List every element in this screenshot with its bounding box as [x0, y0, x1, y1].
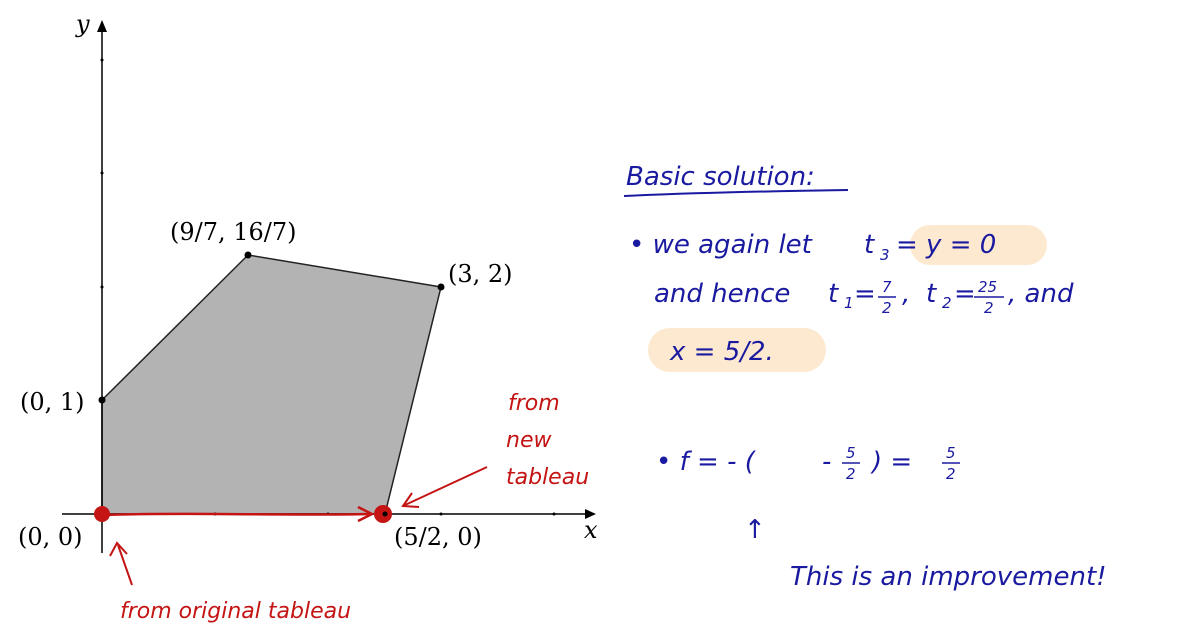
from-new-line2: new: [506, 428, 552, 453]
notes-line2-suffix: , and: [1008, 279, 1074, 309]
notes-t3: t: [864, 230, 875, 260]
notes-line1-highlight: = y = 0: [896, 230, 996, 260]
red-arrowhead: [357, 505, 375, 523]
improvement-arrow: ↑: [744, 515, 766, 545]
notes-t2-eq: =: [954, 279, 976, 309]
notes-t2: t: [926, 279, 937, 309]
highlight-x-value: [648, 328, 826, 372]
notes-t2-num: 25: [978, 278, 997, 296]
improvement-text: This is an improvement!: [790, 562, 1107, 592]
notes-t1: t: [828, 279, 839, 309]
notes-f-den2: 2: [946, 465, 956, 483]
y-axis-label: y: [75, 10, 90, 38]
notes-t2-sub: 2: [942, 294, 952, 312]
notes-heading: Basic solution:: [626, 162, 815, 192]
red-path-arrow: [101, 512, 371, 517]
notes-f-num2: 5: [946, 444, 956, 462]
notes-line1-prefix: • we again let: [629, 230, 813, 260]
vertex-label-0-0: (0, 0): [18, 523, 83, 551]
vertex-dot-9-7-16-7: [244, 251, 252, 259]
notes-t1-sub: 1: [844, 294, 854, 312]
red-arrow-original-head: [109, 541, 128, 557]
y-axis-arrow: [97, 20, 107, 32]
notes-comma1: ,: [902, 279, 910, 309]
notes-f-den1: 2: [846, 465, 856, 483]
from-new-line1: from: [508, 391, 560, 416]
heading-underline: [623, 189, 849, 197]
notes-t1-num: 7: [882, 278, 892, 296]
notes-f-neg: -: [822, 447, 831, 477]
x-axis-arrow: [585, 509, 596, 519]
notes-t1-den: 2: [882, 299, 892, 317]
red-arrow-new-head: [401, 492, 420, 508]
highlight-y-zero: [910, 225, 1047, 265]
red-arrow-new: [404, 466, 488, 506]
notes-line3-highlight: x = 5/2.: [669, 337, 774, 367]
notes-t1-eq: =: [854, 279, 876, 309]
from-original-text: from original tableau: [120, 599, 351, 624]
vertex-label-0-1: (0, 1): [20, 388, 85, 416]
notes-t2-den: 2: [984, 299, 994, 317]
vertex-label-9-7-16-7: (9/7, 16/7): [170, 218, 297, 246]
notes-t3-sub: 3: [880, 246, 890, 264]
red-arrow-original: [117, 544, 133, 586]
x-axis-label: x: [584, 516, 598, 544]
feasible-region: [101, 254, 442, 515]
notes-f-close: ) =: [870, 447, 912, 477]
vertex-label-5-2-0: (5/2, 0): [394, 523, 482, 551]
notes-line2-prefix: and hence: [654, 279, 790, 309]
red-dot-new-center: [382, 511, 388, 517]
from-new-line3: tableau: [506, 465, 589, 490]
vertex-label-3-2: (3, 2): [448, 260, 513, 288]
vertex-dot-3-2: [437, 283, 445, 291]
notes-f-prefix: • f = - (: [656, 447, 757, 477]
vertex-dot-0-1: [98, 396, 106, 404]
notes-f-num1: 5: [846, 444, 856, 462]
